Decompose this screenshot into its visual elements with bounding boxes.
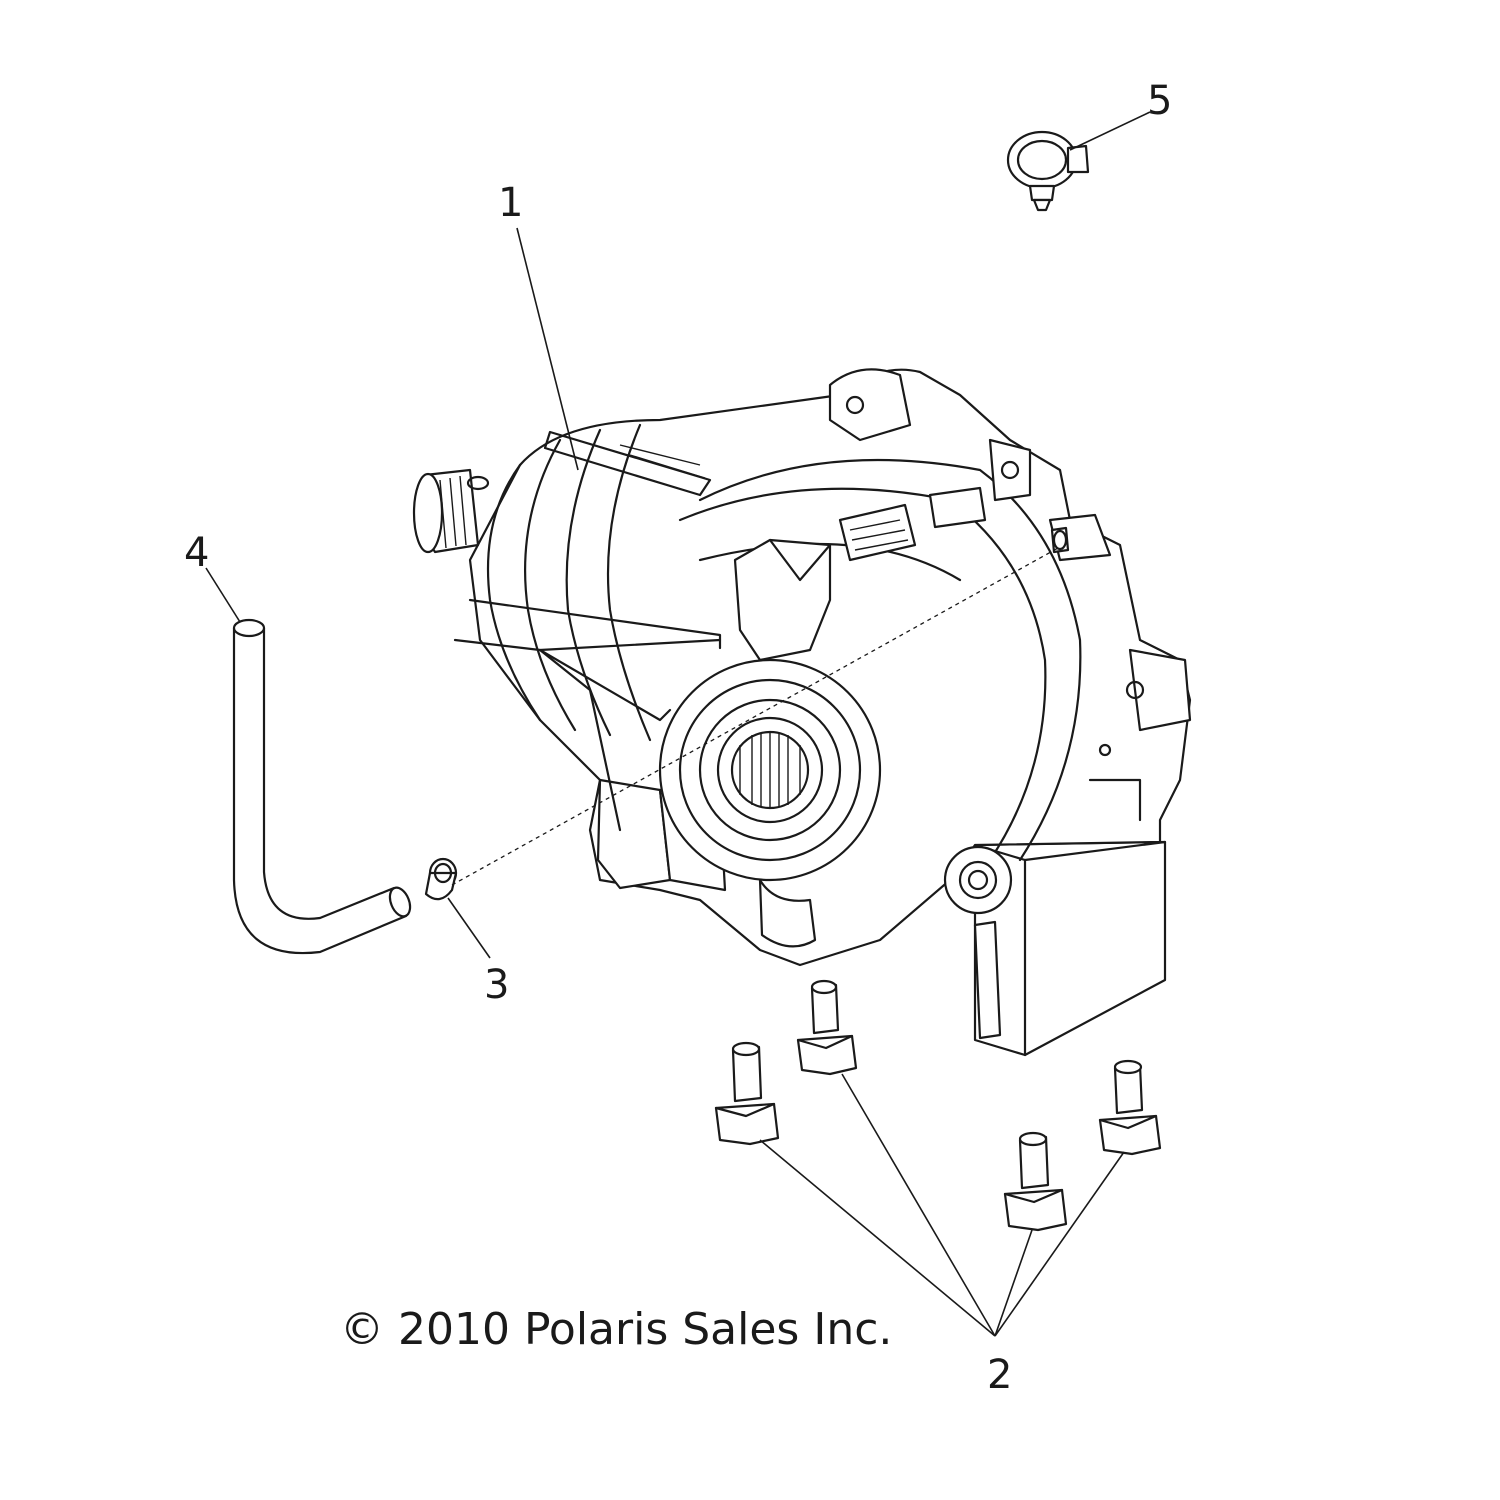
gearcase-icon[interactable] [412,368,1192,1057]
vent-hose-icon[interactable] [232,618,414,955]
assembly-dash-line [451,547,1059,886]
hose-clip-icon[interactable] [1006,130,1090,212]
plug-icon[interactable] [424,857,458,901]
bolt-icon[interactable] [796,979,858,1076]
leader-lines [205,111,1151,1337]
bolt-icon[interactable] [1003,1131,1068,1232]
bolt-icon[interactable] [714,1041,780,1146]
callout-1: 1 [498,180,523,226]
callout-2: 2 [987,1352,1012,1398]
callout-5: 5 [1147,78,1172,124]
callout-4: 4 [184,530,209,576]
copyright-notice: © 2010 Polaris Sales Inc. [340,1304,892,1355]
callout-3: 3 [484,962,509,1008]
bolt-icon[interactable] [1098,1059,1162,1156]
